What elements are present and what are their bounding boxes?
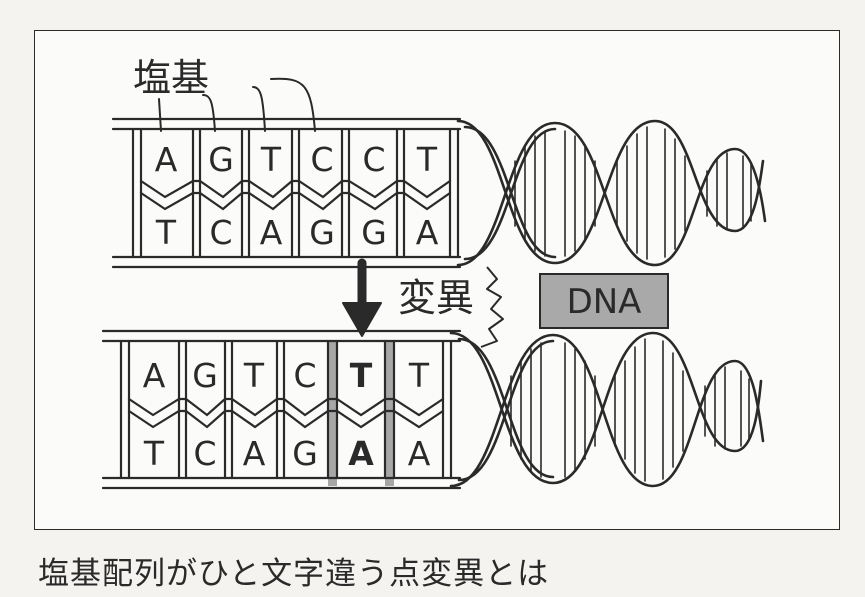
base-letter: T xyxy=(416,140,438,179)
mutated-base-letter: T xyxy=(350,356,373,395)
base-letter: G xyxy=(309,213,335,252)
base-letter: T xyxy=(155,213,177,252)
base-letter: A xyxy=(155,140,178,179)
base-letter: T xyxy=(260,140,282,179)
base-letter: T xyxy=(243,356,265,395)
top-lower-bases: T C A G G A xyxy=(155,213,439,252)
top-dna-helix xyxy=(456,119,767,267)
base-letter: A xyxy=(260,213,283,252)
base-letter: C xyxy=(193,434,216,473)
mutation-highlight-right xyxy=(385,341,394,486)
dna-mutation-diagram: A G T C C T T C A G G A 塩基 変異 xyxy=(101,56,767,490)
base-letter: C xyxy=(310,140,333,179)
base-letter: G xyxy=(208,140,234,179)
base-letter: A xyxy=(416,213,439,252)
base-letter: C xyxy=(362,140,385,179)
top-dna-ladder xyxy=(111,117,462,269)
dna-label-box xyxy=(539,273,669,329)
base-letter: A xyxy=(408,434,431,473)
base-letter: A xyxy=(143,356,166,395)
bottom-dna-ladder xyxy=(101,329,462,490)
base-letter: T xyxy=(408,356,430,395)
mutation-arrow xyxy=(342,258,382,337)
dna-label: DNA xyxy=(567,282,642,322)
base-label: 塩基 xyxy=(133,56,209,100)
base-letter: G xyxy=(361,213,387,252)
base-leader-lines xyxy=(158,77,316,132)
base-letter: A xyxy=(243,434,266,473)
top-upper-bases: A G T C C T xyxy=(155,140,438,179)
base-letter: C xyxy=(293,356,316,395)
base-letter: C xyxy=(209,213,232,252)
bottom-lower-bases: T C A G A A xyxy=(143,434,431,473)
figure-frame: A G T C C T T C A G G A 塩基 変異 xyxy=(34,30,840,530)
mutation-label: 変異 xyxy=(398,276,474,320)
bottom-dna-helix xyxy=(449,331,765,488)
burst-mark xyxy=(480,266,504,348)
base-letter: G xyxy=(292,434,318,473)
mutated-base-letter: A xyxy=(348,434,374,473)
mutation-highlight-left xyxy=(328,341,337,486)
figure-caption: 塩基配列がひと文字違う点変異とは xyxy=(38,556,550,592)
base-letter: G xyxy=(192,356,218,395)
base-letter: T xyxy=(143,434,165,473)
bottom-upper-bases: A G T C T T xyxy=(143,356,430,395)
